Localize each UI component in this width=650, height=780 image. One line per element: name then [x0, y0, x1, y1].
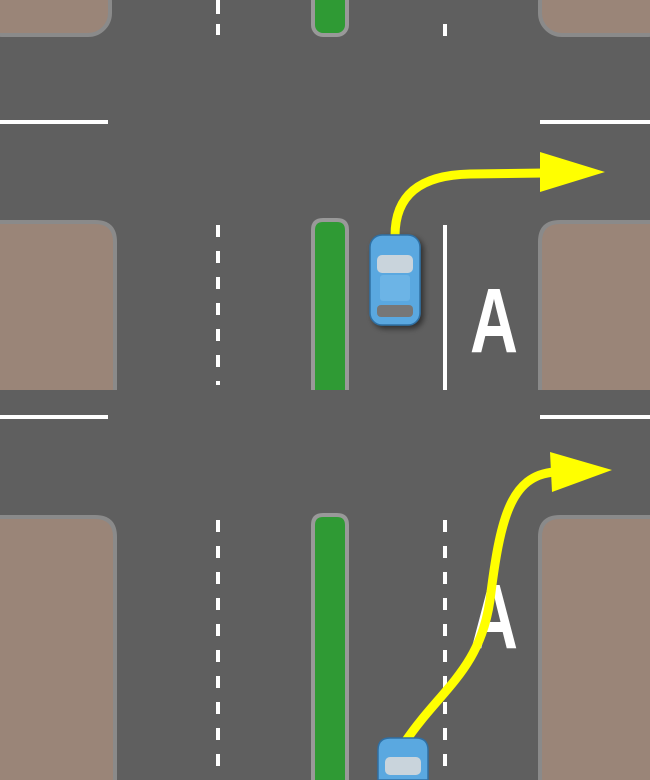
block-left [0, 517, 115, 780]
median [313, 515, 347, 780]
block-top-left [0, 0, 112, 37]
panel-top: A [0, 0, 650, 390]
stop-line-left [0, 415, 108, 419]
turn-arrow [390, 168, 546, 237]
arrow-head-icon [550, 452, 612, 492]
block-bottom-right [540, 222, 650, 390]
stop-line-right [540, 415, 650, 419]
median-bottom [313, 220, 347, 390]
lane-label-a: A [470, 270, 518, 372]
arrow-head-icon [540, 152, 605, 192]
stop-line-left [0, 120, 108, 124]
block-top-right [538, 0, 650, 37]
panel-bottom: A [0, 390, 650, 780]
car-icon [369, 234, 421, 326]
block-bottom-left [0, 222, 115, 390]
stop-line-right [540, 120, 650, 124]
car-icon [377, 737, 429, 780]
turn-arrow [401, 467, 556, 745]
solid-lane-line [443, 225, 447, 390]
median-top [311, 0, 349, 37]
block-right [540, 517, 650, 780]
